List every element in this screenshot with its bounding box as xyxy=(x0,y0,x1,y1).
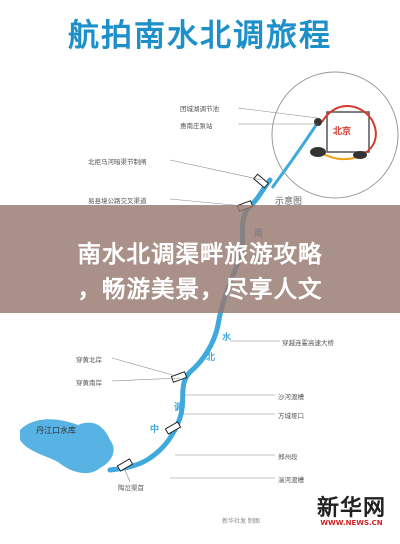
leader-line xyxy=(237,107,319,119)
place-label: 北拒马河暗渠节制闸 xyxy=(88,158,147,166)
place-label: 湍河渡槽 xyxy=(278,476,304,484)
place-label: 团城湖调节池 xyxy=(180,105,219,113)
beijing-label: 北京 xyxy=(333,127,352,137)
inset-red-line xyxy=(321,105,377,156)
headline-line-1: 南水北调渠畔旅游攻略 xyxy=(77,240,323,268)
route-text: 北 xyxy=(206,353,216,363)
place-label: 惠南庄泵站 xyxy=(180,122,213,130)
inset-caption: 示意图 xyxy=(275,197,303,207)
leader-line xyxy=(111,377,181,382)
leader-line xyxy=(169,198,245,207)
headline-banner: 南水北调渠畔旅游攻略 ，畅游美景，尽享人文 xyxy=(0,205,400,313)
leader-line xyxy=(111,357,177,377)
place-label: 郑州段 xyxy=(278,453,298,461)
place-label: 穿黄南岸 xyxy=(76,379,102,387)
route-text: 调 xyxy=(174,403,184,413)
map-title: 航拍南水北调旅程 xyxy=(68,18,332,54)
crossing-marker xyxy=(170,371,188,383)
route-text: 中 xyxy=(150,425,160,435)
inset-route-line xyxy=(270,121,320,189)
leader-line xyxy=(169,159,263,181)
xinhua-logo: 新华网 WWW.NEWS.CN xyxy=(317,490,386,527)
crossing-marker xyxy=(116,458,134,472)
place-label: 方城垭口 xyxy=(278,412,304,420)
place-label: 陶岔渠首 xyxy=(118,484,144,492)
crossing-marker xyxy=(164,421,182,435)
route-text: 水 xyxy=(222,333,232,343)
place-label: 易县境公路交叉渠道 xyxy=(88,197,147,205)
beijing-box xyxy=(326,111,370,153)
lake-label: 丹江口水库 xyxy=(36,426,76,435)
headline-line-2: ，畅游美景，尽享人文 xyxy=(77,275,323,303)
inset-node xyxy=(310,147,326,157)
crossing-marker xyxy=(253,173,269,189)
danjiangkou-lake xyxy=(20,419,114,474)
place-label: 穿黄北岸 xyxy=(76,356,102,364)
logo-text: 新华网 xyxy=(316,496,386,521)
logo-url: WWW.NEWS.CN xyxy=(320,519,383,527)
leader-line xyxy=(124,469,131,483)
inset-node xyxy=(314,118,322,126)
credit-text: 新华社发 制图 xyxy=(222,518,260,525)
place-label: 沙河渡槽 xyxy=(278,393,304,401)
place-label: 穿越连霍高速大桥 xyxy=(282,339,334,347)
inset-node xyxy=(353,151,367,159)
